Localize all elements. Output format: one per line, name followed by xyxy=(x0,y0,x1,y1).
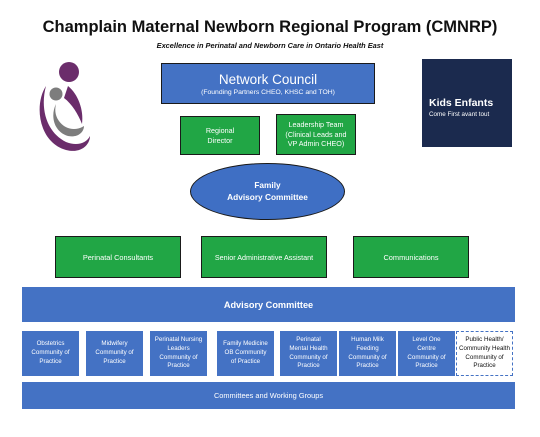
community-of-practice-line: Feeding xyxy=(356,344,379,352)
community-of-practice-line: Leaders xyxy=(167,344,190,352)
regional-director-line: Regional xyxy=(205,125,235,135)
community-of-practice-line: OB Community xyxy=(224,349,267,357)
community-of-practice-line: Obstetrics xyxy=(36,340,65,348)
community-of-practice-line: Community of xyxy=(95,349,134,357)
community-of-practice-line: Community of xyxy=(407,353,446,361)
leadership-team-line: VP Admin CHEO) xyxy=(287,139,345,149)
community-of-practice-line: Practice xyxy=(415,362,438,370)
perinatal-consultants-box: Perinatal Consultants xyxy=(55,236,181,278)
cmnrp-logo-icon xyxy=(39,62,90,151)
community-of-practice-line: Level One xyxy=(412,336,441,344)
leadership-team-line: (Clinical Leads and xyxy=(285,129,347,139)
regional-director-line: Director xyxy=(207,135,233,145)
leadership-team-box: Leadership Team (Clinical Leads and VP A… xyxy=(276,114,356,155)
network-council-box: Network Council (Founding Partners CHEO,… xyxy=(161,63,375,104)
advisory-committee-bar: Advisory Committee xyxy=(22,287,515,322)
community-of-practice-line: Practice xyxy=(39,357,62,365)
community-of-practice-line: Mental Health xyxy=(289,344,328,352)
senior-admin-box: Senior Administrative Assistant xyxy=(201,236,327,278)
network-council-title: Network Council xyxy=(218,71,318,87)
community-of-practice-line: Community of xyxy=(31,349,70,357)
community-of-practice-line: Perinatal xyxy=(296,336,321,344)
community-of-practice-line: Human Milk xyxy=(351,336,384,344)
family-advisory-line: Advisory Committee xyxy=(227,191,308,202)
community-of-practice-line: Community of xyxy=(159,353,198,361)
community-of-practice-line: Practice xyxy=(167,362,190,370)
community-of-practice-line: Midwifery xyxy=(101,340,128,348)
community-of-practice-line: Practice xyxy=(297,362,320,370)
family-advisory-committee: Family Advisory Committee xyxy=(190,163,345,220)
committees-working-groups-bar: Committees and Working Groups xyxy=(22,382,515,409)
community-of-practice-line: Community Health xyxy=(459,344,510,352)
community-of-practice-line: Practice xyxy=(473,362,496,370)
family-advisory-line: Family xyxy=(254,180,281,191)
community-of-practice-line: Public Health/ xyxy=(465,336,504,344)
community-of-practice-line: Community of xyxy=(289,353,328,361)
kids-enfants-logo: Kids Enfants Come First avant tout xyxy=(422,59,512,147)
community-of-practice-line: Family Medicine xyxy=(223,340,268,348)
kids-logo-tagline: Come First avant tout xyxy=(429,111,490,118)
community-of-practice-line: Community of xyxy=(465,353,504,361)
kids-logo-title: Kids Enfants xyxy=(429,97,494,109)
network-council-subtitle: (Founding Partners CHEO, KHSC and TOH) xyxy=(201,88,335,96)
community-of-practice-line: Centre xyxy=(417,344,436,352)
community-of-practice-line: Practice xyxy=(103,357,126,365)
page-title: Champlain Maternal Newborn Regional Prog… xyxy=(42,18,498,36)
community-of-practice-line: Perinatal Nursing xyxy=(154,336,203,344)
community-of-practice-line: Practice xyxy=(356,362,379,370)
community-of-practice-line: of Practice xyxy=(230,357,261,365)
leadership-team-line: Leadership Team xyxy=(288,119,344,129)
communications-box: Communications xyxy=(353,236,469,278)
page-subtitle: Excellence in Perinatal and Newborn Care… xyxy=(156,41,384,50)
community-of-practice-line: Community of xyxy=(348,353,387,361)
regional-director-box: Regional Director xyxy=(180,116,260,155)
